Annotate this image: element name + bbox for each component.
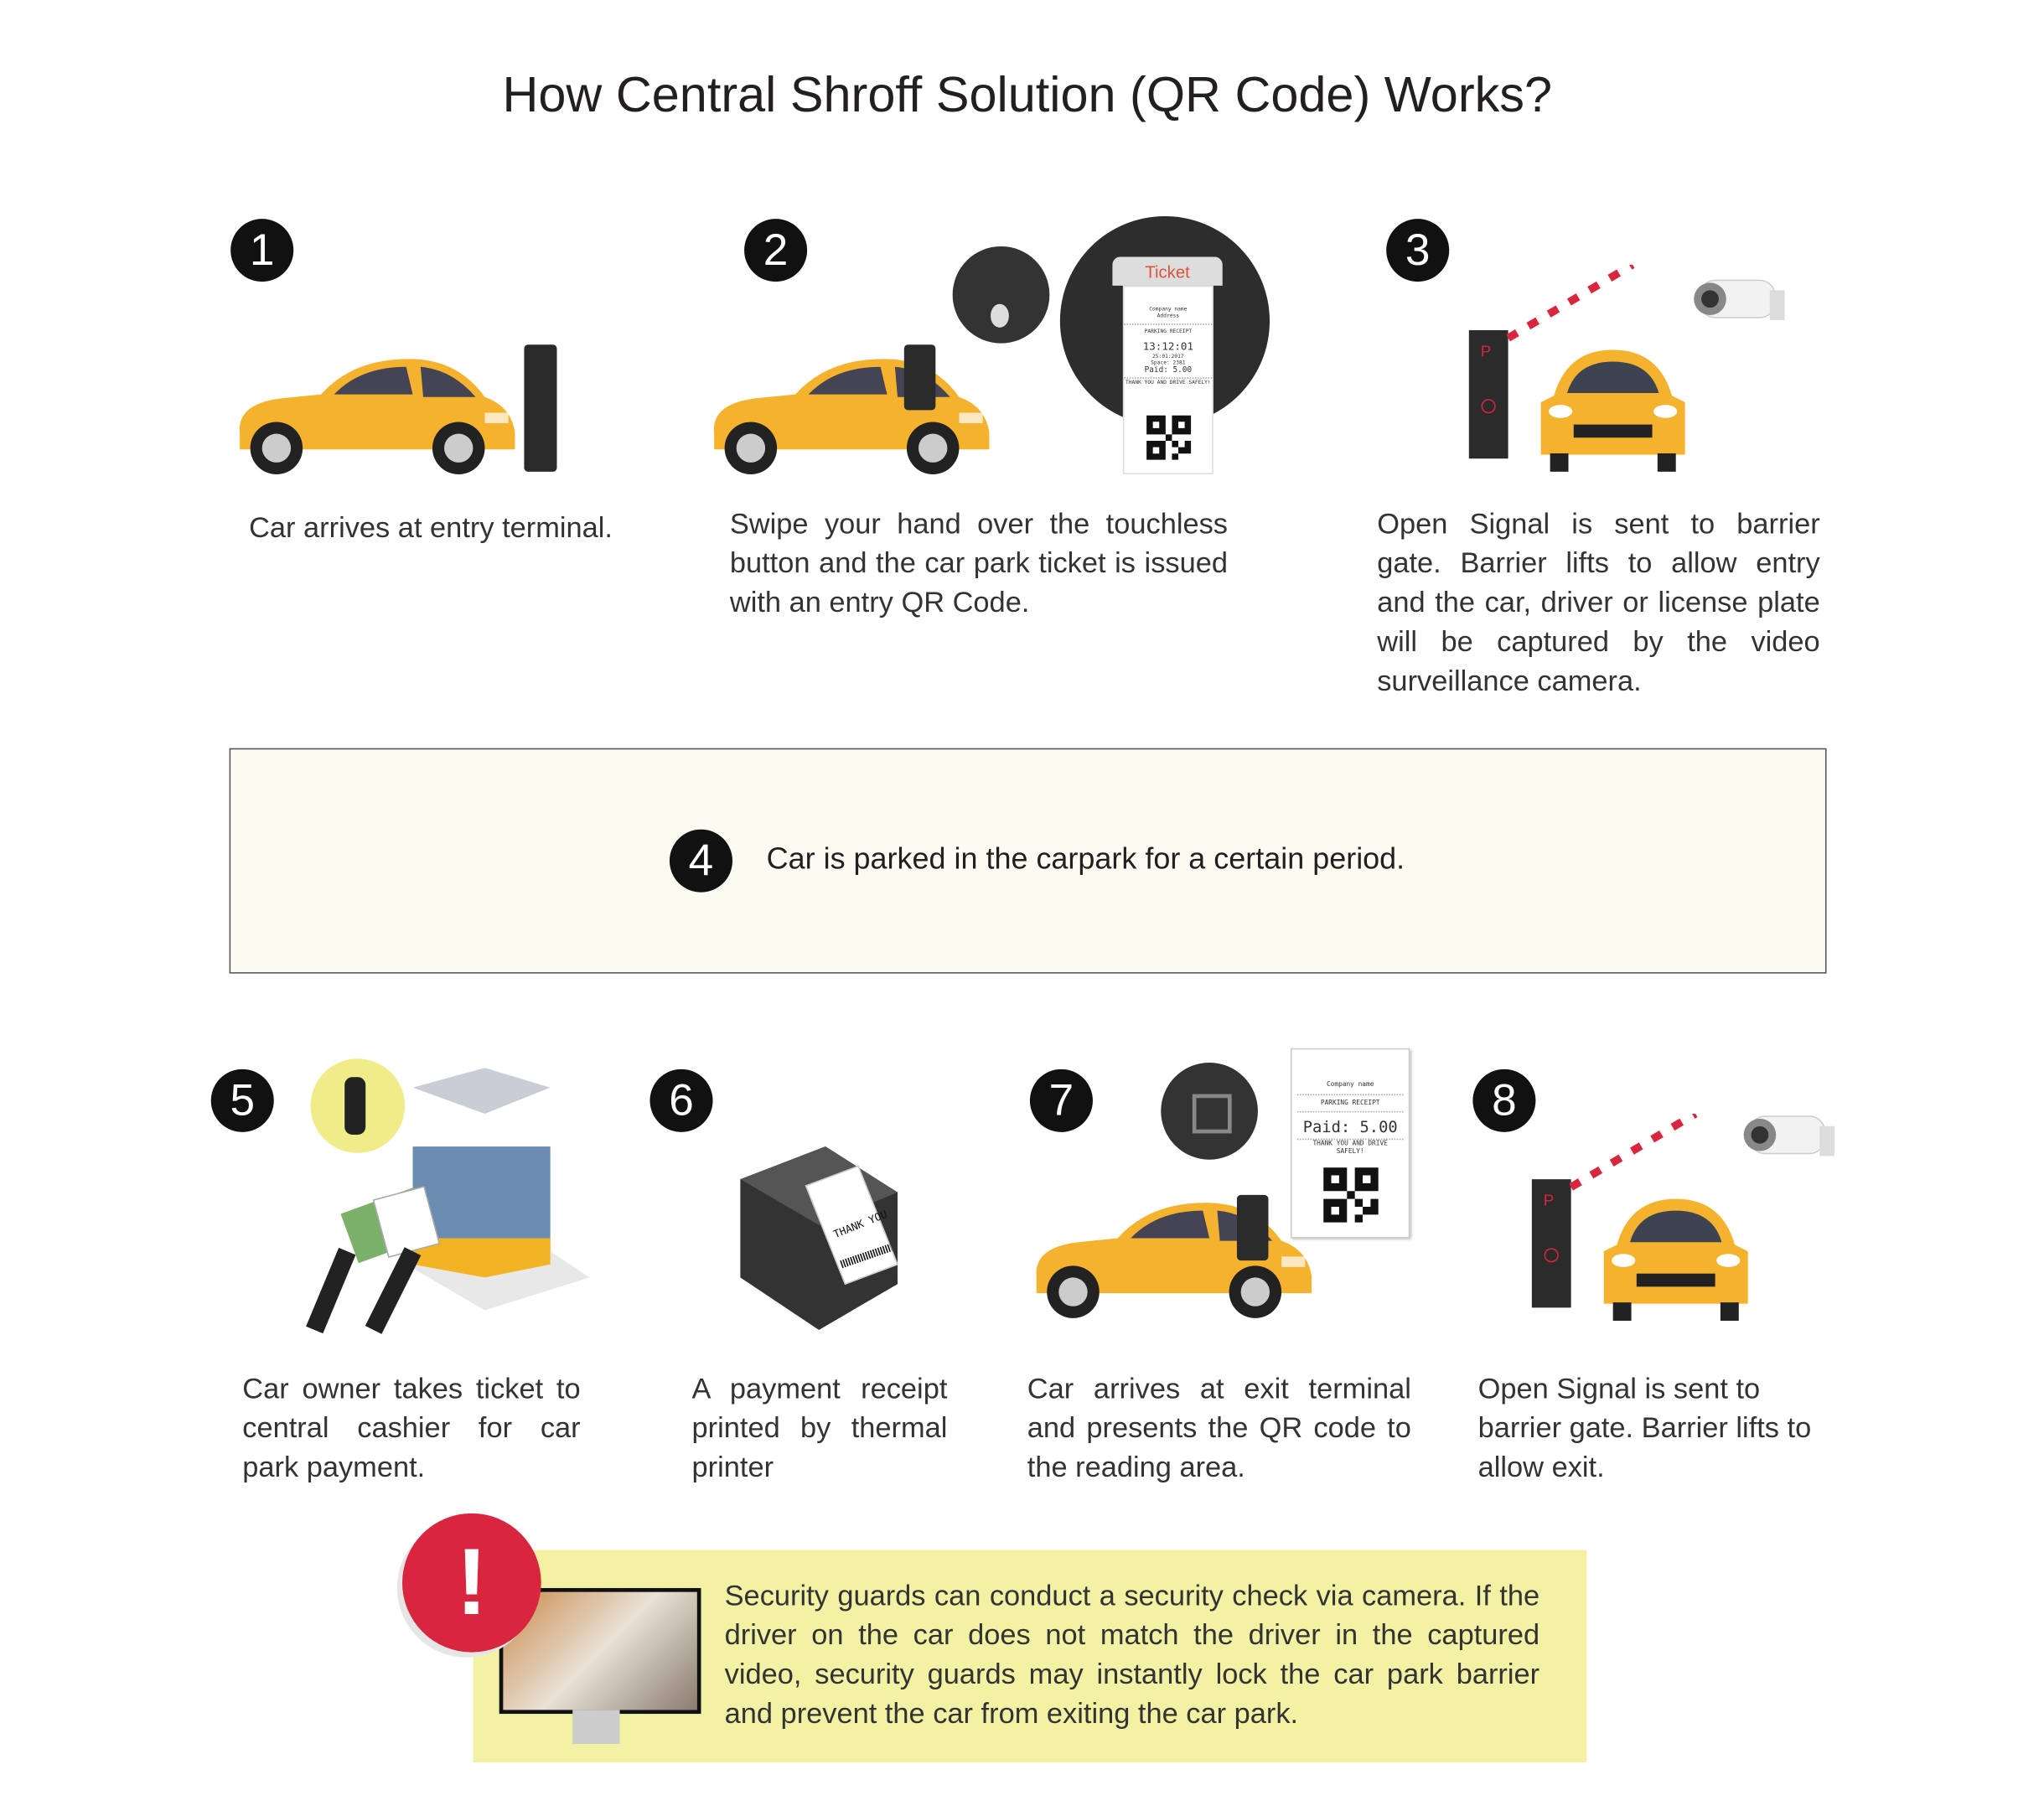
step-2-number: 2 (744, 219, 808, 282)
surveillance-camera-image (1736, 1114, 1839, 1163)
step-7-text: Car arrives at exit terminal and present… (1027, 1371, 1411, 1483)
step-8-number: 8 (1472, 1068, 1536, 1132)
security-note-text: Security guards can conduct a security c… (724, 1579, 1540, 1730)
step-1-number: 1 (230, 219, 294, 282)
ticket-receipt-label: PARKING RECEIPT (1124, 323, 1213, 334)
receipt-paid: Paid: 5.00 (1302, 1117, 1398, 1136)
step-4-number: 4 (669, 829, 732, 893)
step-6-text: A payment receipt printed by thermal pri… (691, 1371, 948, 1483)
ticket-date: 25:01:2017 (1152, 352, 1184, 360)
step-5-number: 5 (210, 1068, 274, 1132)
surveillance-camera-image (1686, 277, 1788, 327)
step-7-number: 7 (1029, 1068, 1093, 1132)
car-front-image (1596, 1193, 1756, 1323)
page-title: How Central Shroff Solution (QR Code) Wo… (502, 68, 1553, 123)
ticket-time: 13:12:01 (1142, 340, 1193, 353)
exit-terminal-image (1236, 1194, 1269, 1261)
car-side-image (1026, 1195, 1314, 1320)
step-5-text: Car owner takes ticket to central cashie… (242, 1371, 581, 1483)
car-front-image (1533, 344, 1693, 474)
monitor-stand (572, 1710, 620, 1745)
touchless-button-image (952, 246, 1050, 344)
step-3-number: 3 (1386, 219, 1450, 282)
ticket: Company name Address PARKING RECEIPT 13:… (1122, 285, 1213, 474)
ticket-address: Address (1157, 312, 1180, 318)
thermal-printer-image (740, 1146, 899, 1330)
step-8-text: Open Signal is sent to barrier gate. Bar… (1477, 1371, 1812, 1483)
scanner-bubble-image (310, 1058, 406, 1153)
car-side-image (704, 351, 992, 476)
receipt: Company name PARKING RECEIPT Paid: 5.00 … (1291, 1048, 1410, 1239)
ticket-space: Space: 2381 (1151, 359, 1186, 366)
alert-icon: ! (401, 1513, 541, 1653)
entry-terminal-image (524, 344, 557, 472)
receipt-label: PARKING RECEIPT (1296, 1094, 1404, 1113)
step-1-text: Car arrives at entry terminal. (249, 510, 613, 544)
car-side-image (230, 351, 518, 476)
receipt-thanks: THANK YOU AND DRIVE SAFELY! (1296, 1138, 1404, 1156)
ticket-header: Ticket (1112, 256, 1223, 286)
cashier-booth-image (306, 1068, 590, 1334)
ticket-company: Company name (1149, 305, 1188, 313)
step-4-text: Car is parked in the carpark for a certa… (766, 841, 1405, 876)
ticket-thanks: THANK YOU AND DRIVE SAFELY! (1124, 377, 1213, 385)
qr-code-image (1146, 415, 1192, 460)
qr-code-image (1323, 1167, 1379, 1223)
entry-terminal-image (903, 344, 936, 411)
step-3-text: Open Signal is sent to barrier gate. Bar… (1377, 507, 1820, 697)
ticket-paid: Paid: 5.00 (1144, 365, 1193, 375)
step-6-number: 6 (649, 1068, 713, 1132)
qr-reader-image (1161, 1062, 1258, 1160)
step-4-box (229, 748, 1827, 974)
receipt-company: Company name (1326, 1080, 1374, 1089)
step-2-text: Swipe your hand over the touchless butto… (729, 507, 1228, 618)
receipt-barcode (840, 1244, 893, 1269)
